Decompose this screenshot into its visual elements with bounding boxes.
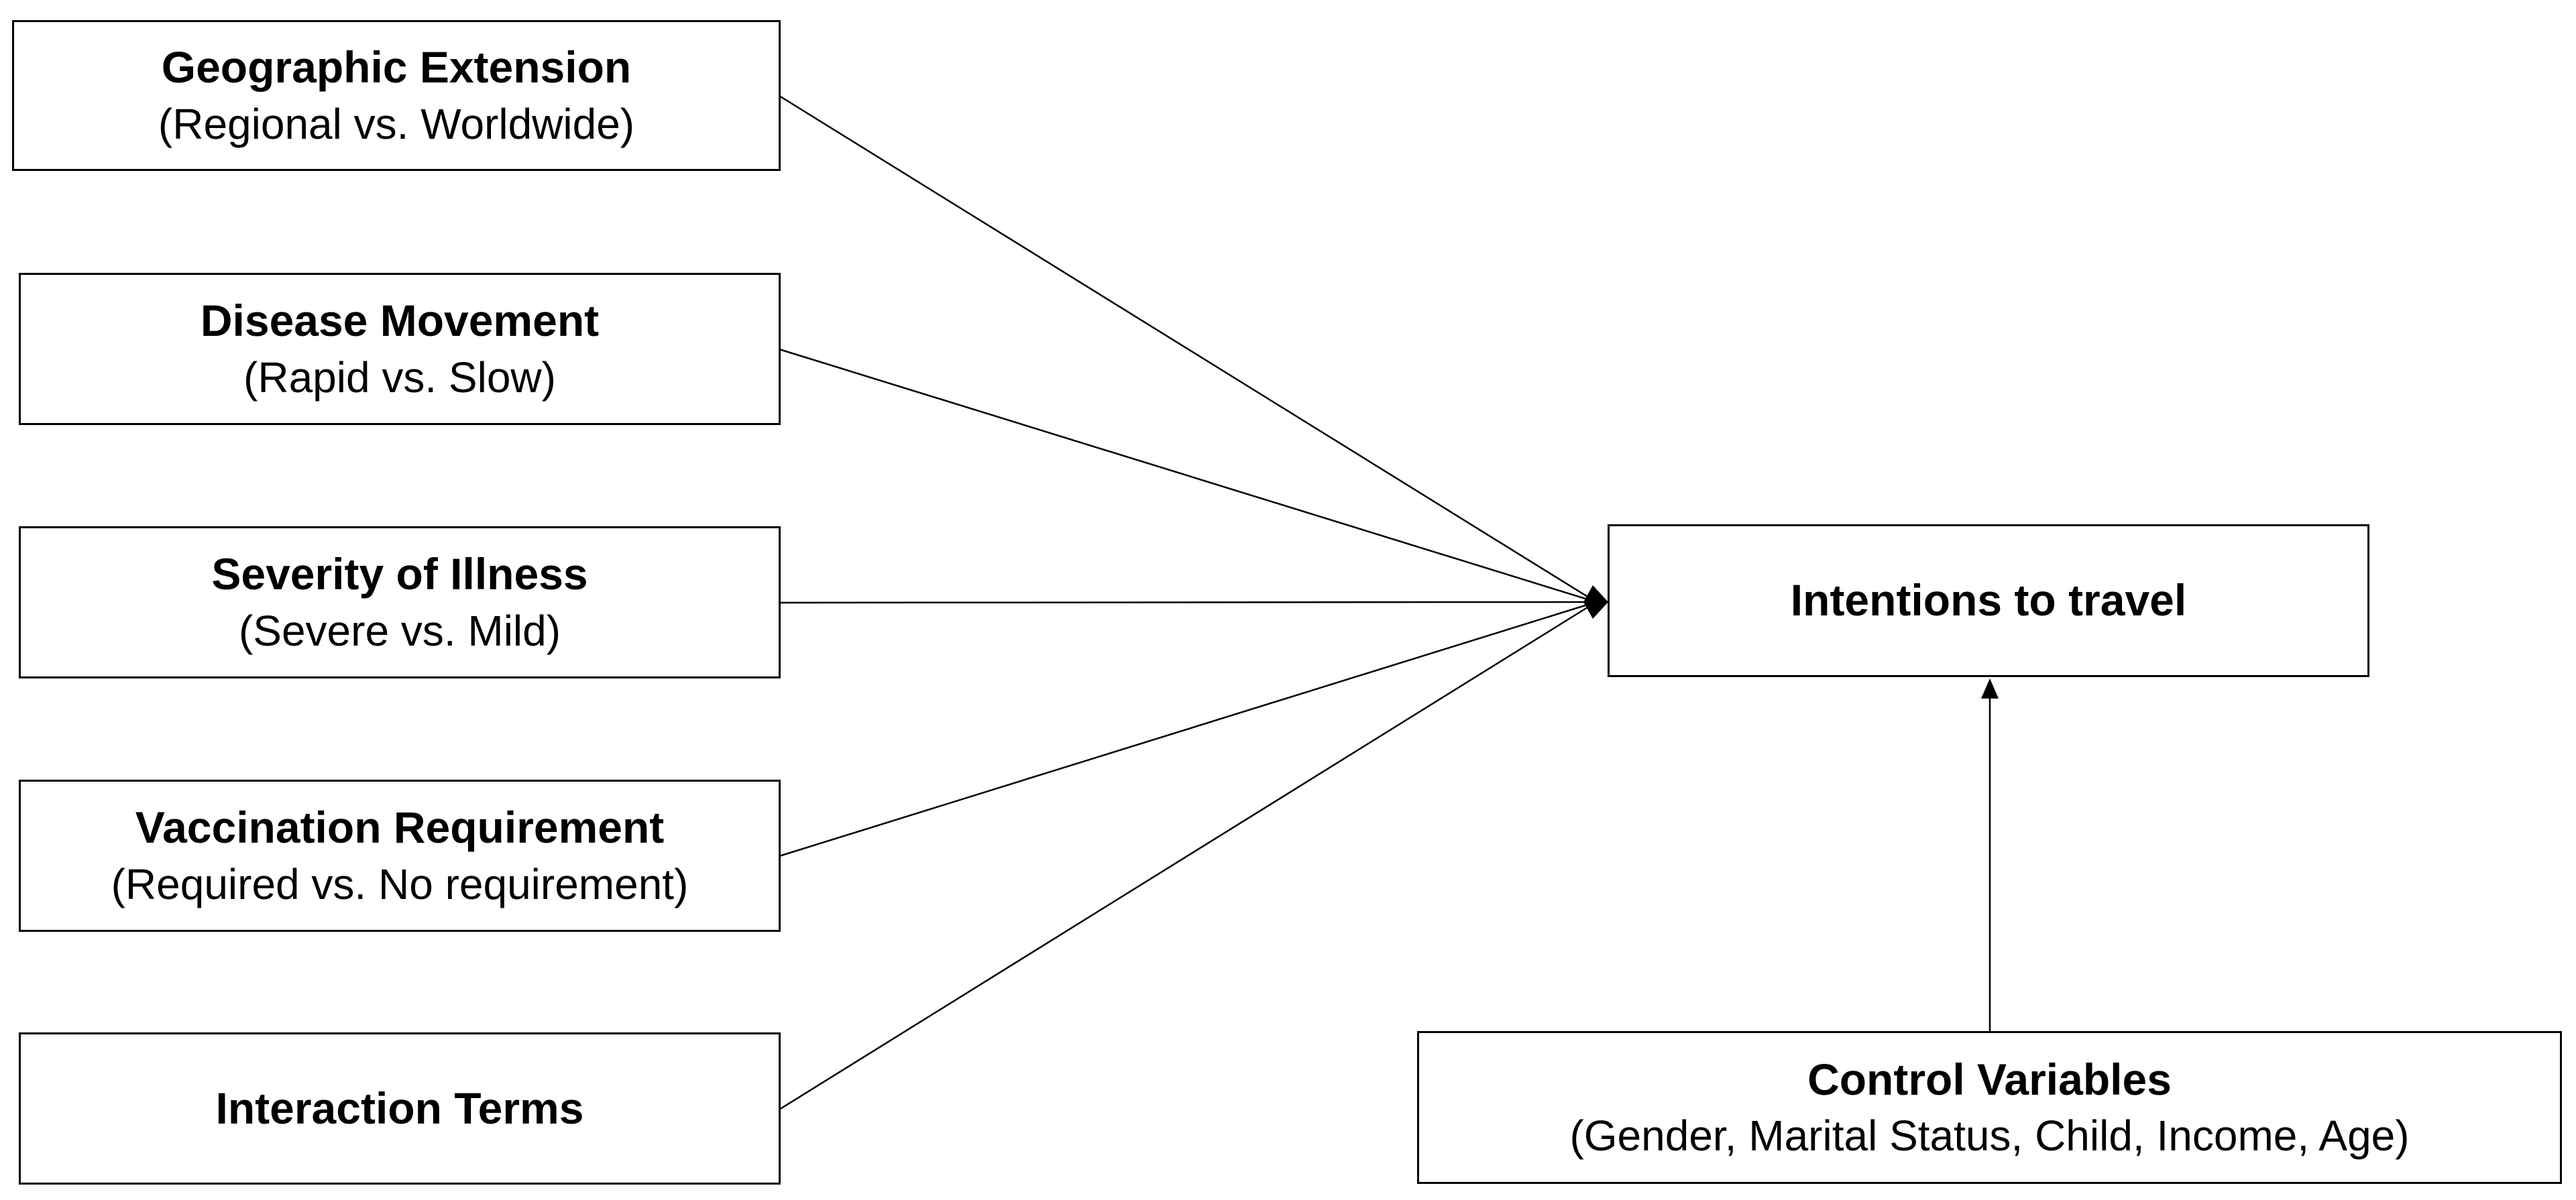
predictor-subtitle: (Rapid vs. Slow) <box>243 353 556 402</box>
control-variables-box: Control Variables (Gender, Marital Statu… <box>1417 1031 2562 1184</box>
outcome-box-intentions-to-travel: Intentions to travel <box>1608 524 2369 677</box>
predictor-subtitle: (Required vs. No requirement) <box>111 859 689 908</box>
predictor-title: Disease Movement <box>200 296 600 345</box>
outcome-title: Intentions to travel <box>1790 575 2187 625</box>
arrow-vaccination-requirement <box>779 601 1597 857</box>
controls-subtitle: (Gender, Marital Status, Child, Income, … <box>1569 1112 2410 1160</box>
arrow-geographic-extension <box>779 95 1597 603</box>
arrow-severity-of-illness <box>779 601 1597 604</box>
predictor-box-severity-of-illness: Severity of Illness (Severe vs. Mild) <box>19 526 781 678</box>
predictor-subtitle: (Regional vs. Worldwide) <box>158 99 635 148</box>
predictor-box-geographic-extension: Geographic Extension (Regional vs. World… <box>12 20 781 171</box>
arrow-interaction-terms <box>779 601 1597 1111</box>
predictor-title: Geographic Extension <box>161 42 632 92</box>
predictor-title: Interaction Terms <box>215 1083 584 1133</box>
predictor-box-vaccination-requirement: Vaccination Requirement (Required vs. No… <box>19 780 781 932</box>
predictor-title: Severity of Illness <box>211 549 588 599</box>
predictor-box-disease-movement: Disease Movement (Rapid vs. Slow) <box>19 273 781 425</box>
predictor-box-interaction-terms: Interaction Terms <box>19 1032 781 1185</box>
arrow-disease-movement <box>779 348 1597 603</box>
controls-title: Control Variables <box>1807 1054 2172 1104</box>
predictor-title: Vaccination Requirement <box>135 802 665 852</box>
predictor-subtitle: (Severe vs. Mild) <box>238 606 561 655</box>
arrowhead-from-controls <box>1981 678 1999 699</box>
arrowhead-into-outcome <box>1583 585 1608 619</box>
